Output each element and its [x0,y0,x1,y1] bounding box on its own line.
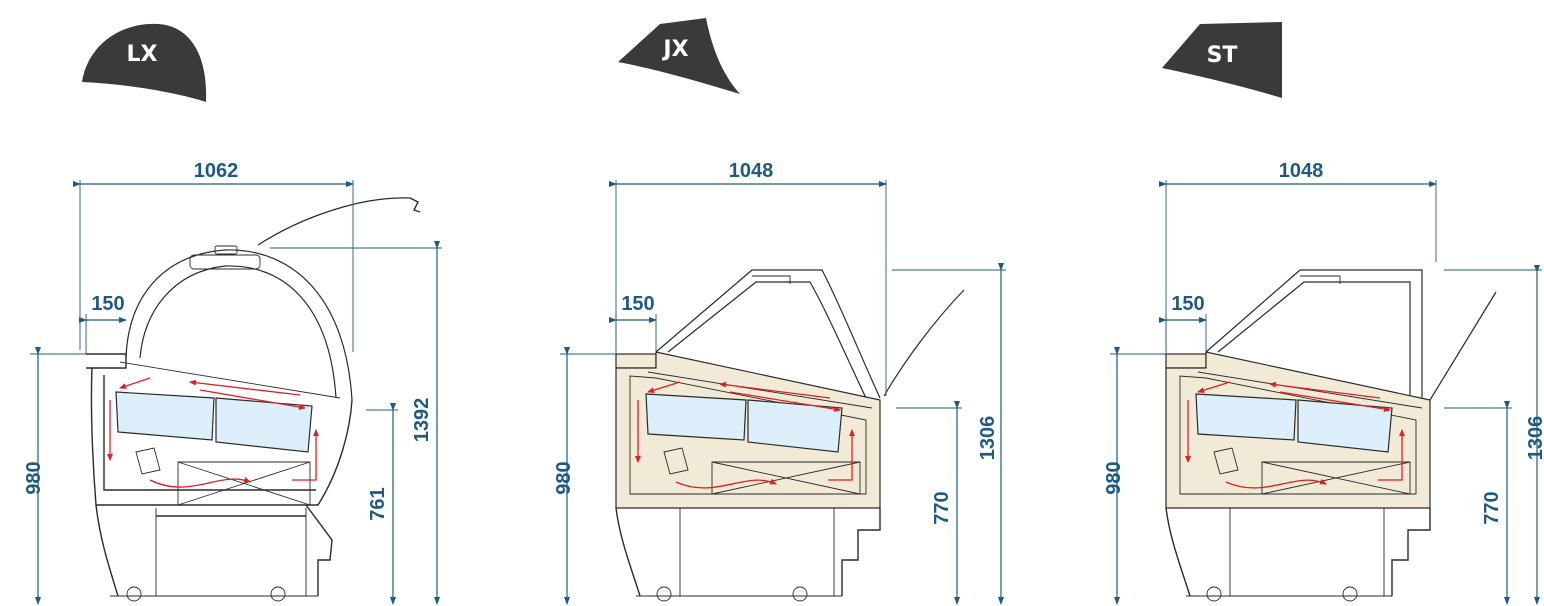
model-st: ST [1103,22,1544,605]
badge-st-label: ST [1207,43,1238,68]
dim-st-counter-height: 980 [1103,461,1125,494]
dim-st-total-width: 1048 [1279,160,1324,182]
dim-jx-total-width: 1048 [729,160,774,182]
dim-st-tub-offset: 150 [1171,293,1204,315]
badge-jx-shape [618,18,740,94]
dim-jx-front-height: 770 [931,491,953,524]
badge-jx: JX [618,18,740,94]
dim-jx-total-height: 1306 [977,416,999,461]
dim-st-front-height: 770 [1481,491,1503,524]
dimensions-lx: 1062 150 980 761 1392 [23,160,442,605]
dim-lx-counter-height: 980 [23,461,45,494]
badge-lx: LX [82,23,207,102]
dim-lx-total-width: 1062 [194,160,239,182]
dim-st-total-height: 1306 [1525,416,1544,461]
badge-jx-label: JX [661,37,688,62]
model-lx: LX [23,23,442,605]
cabinet-jx [615,269,965,602]
cabinet-st [1165,269,1497,602]
badge-lx-label: LX [127,42,158,67]
dim-lx-tub-offset: 150 [91,293,124,315]
dim-lx-front-height: 761 [367,487,389,520]
dimensions-jx: 1048 150 980 770 1306 [553,160,1006,605]
dim-jx-counter-height: 980 [553,461,575,494]
dim-jx-tub-offset: 150 [621,293,654,315]
model-jx: JX [553,18,1006,605]
badge-st-shape [1162,22,1282,98]
dim-lx-total-height: 1392 [411,398,433,443]
badge-lx-shape [82,23,207,102]
dimensions-st: 1048 150 980 770 1306 [1103,160,1544,605]
badge-st: ST [1162,22,1282,98]
cabinet-lx [86,197,421,602]
